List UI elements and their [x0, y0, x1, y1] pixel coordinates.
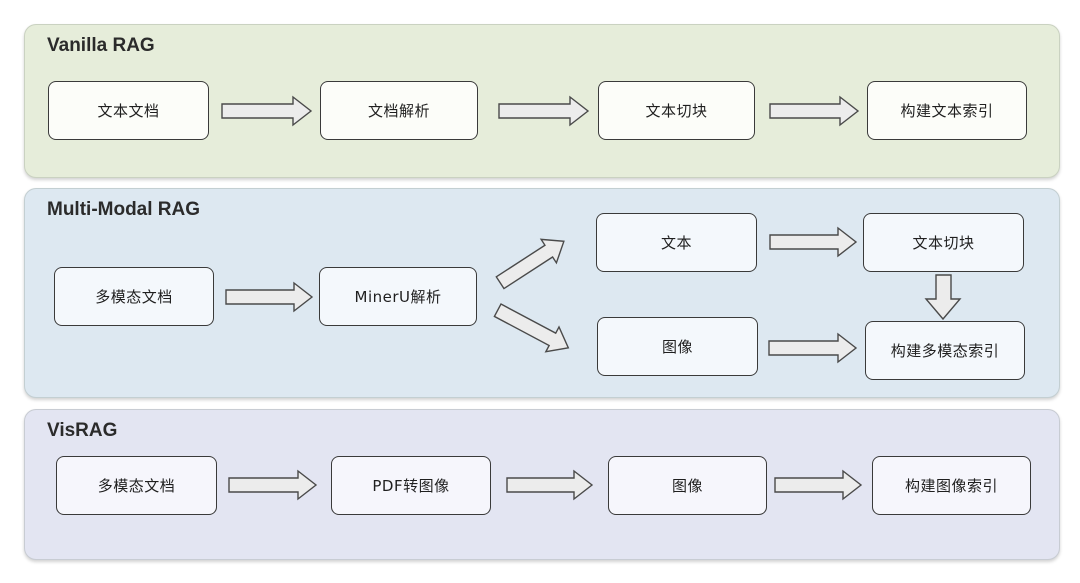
node-build-image-index: 构建图像索引	[872, 456, 1031, 515]
arrow-mm-doc-to-mineru	[225, 281, 314, 313]
down-arrow-icon	[924, 274, 962, 321]
right-arrow-icon	[221, 95, 313, 127]
arrow-mm-doc-to-pdf	[228, 469, 318, 501]
right-arrow-icon	[498, 95, 590, 127]
right-arrow-icon	[774, 469, 863, 501]
right-arrow-icon	[768, 332, 858, 364]
right-arrow-icon	[769, 95, 860, 127]
node-pdf-to-image: PDF转图像	[331, 456, 491, 515]
right-arrow-icon	[506, 469, 594, 501]
node-text-chunking: 文本切块	[598, 81, 755, 140]
node-multimodal-document: 多模态文档	[54, 267, 214, 326]
right-arrow-icon	[228, 469, 318, 501]
node-build-multimodal-index: 构建多模态索引	[865, 321, 1025, 380]
visrag-title: VisRAG	[47, 420, 118, 441]
node-text: 文本	[596, 213, 757, 272]
diagonal-down-arrow-icon	[493, 303, 570, 353]
arrow-mineru-to-image	[493, 303, 570, 353]
node-text-document: 文本文档	[48, 81, 209, 140]
right-arrow-icon	[225, 281, 314, 313]
arrow-text-chunk-down-to-index	[924, 274, 962, 321]
arrow-text-doc-to-doc-parse	[221, 95, 313, 127]
multimodal-rag-title: Multi-Modal RAG	[47, 199, 201, 220]
arrow-text-chunk-to-build-index	[769, 95, 860, 127]
node-visrag-multimodal-document: 多模态文档	[56, 456, 217, 515]
arrow-mineru-to-text	[495, 238, 565, 290]
node-multimodal-text-chunking: 文本切块	[863, 213, 1024, 272]
node-mineru-parsing: MinerU解析	[319, 267, 477, 326]
node-build-text-index: 构建文本索引	[867, 81, 1027, 140]
arrow-image-to-mm-index	[768, 332, 858, 364]
arrow-image-to-image-index	[774, 469, 863, 501]
node-visrag-image: 图像	[608, 456, 767, 515]
node-image: 图像	[597, 317, 758, 376]
arrow-text-to-text-chunk	[769, 226, 858, 258]
right-arrow-icon	[769, 226, 858, 258]
node-document-parsing: 文档解析	[320, 81, 478, 140]
diagonal-up-arrow-icon	[495, 238, 565, 290]
arrow-doc-parse-to-text-chunk	[498, 95, 590, 127]
vanilla-rag-title: Vanilla RAG	[47, 35, 155, 56]
arrow-pdf-to-image	[506, 469, 594, 501]
